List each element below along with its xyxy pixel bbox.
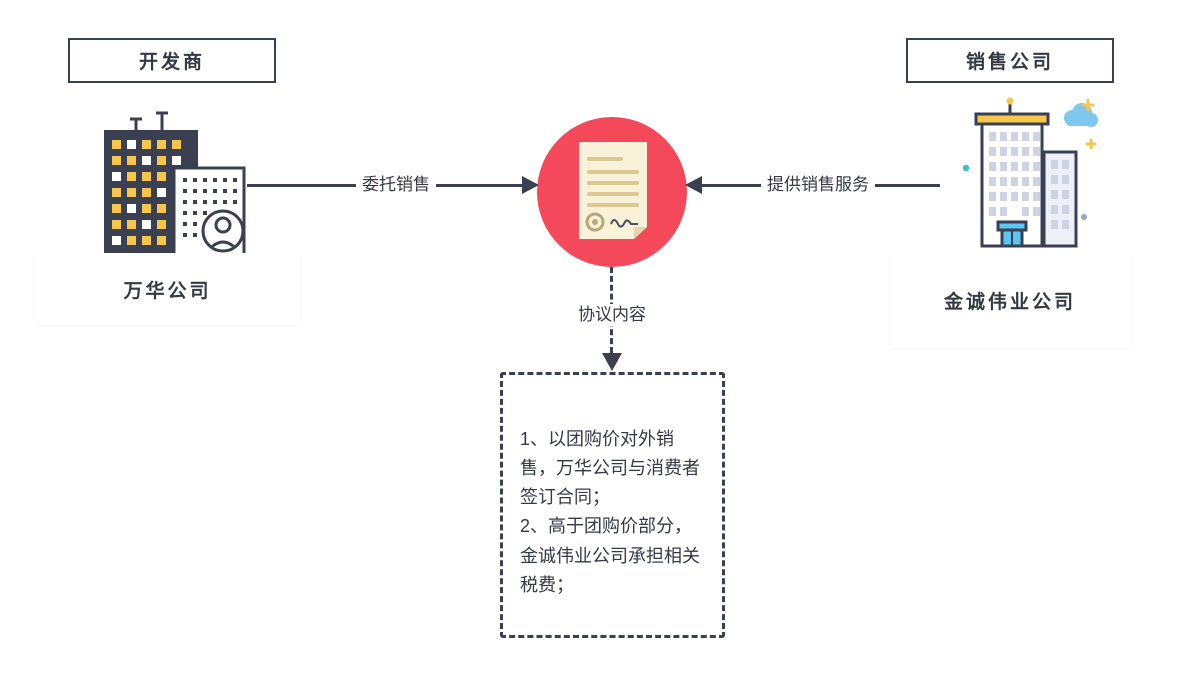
right-arrow-label: 提供销售服务 bbox=[761, 174, 875, 196]
agreement-content-box: 1、以团购价对外销售，万华公司与消费者签订合同； 2、高于团购价部分，金诚伟业公… bbox=[500, 372, 725, 638]
cloud-icon bbox=[1064, 103, 1098, 127]
agreement-item-2: 2、高于团购价部分，金诚伟业公司承担相关税费； bbox=[520, 516, 700, 595]
left-arrow-label: 委托销售 bbox=[356, 174, 436, 196]
sparkle-icon bbox=[1081, 98, 1097, 150]
down-arrow-head bbox=[602, 353, 622, 371]
developer-company-card: 万华公司 bbox=[35, 253, 300, 325]
agreement-item-1: 1、以团购价对外销售，万华公司与消费者签订合同； bbox=[520, 429, 700, 508]
sparkle-dot-teal bbox=[962, 164, 970, 172]
sales-role-box: 销售公司 bbox=[906, 38, 1114, 83]
sales-role-label: 销售公司 bbox=[965, 52, 1054, 73]
developer-role-label: 开发商 bbox=[138, 52, 205, 73]
developer-company-label: 万华公司 bbox=[123, 280, 212, 302]
sales-company-card: 金诚伟业公司 bbox=[890, 253, 1130, 348]
contract-document-icon bbox=[579, 142, 647, 239]
developer-role-box: 开发商 bbox=[68, 38, 276, 83]
sales-company-label: 金诚伟业公司 bbox=[943, 292, 1076, 313]
sales-building-icon bbox=[960, 96, 1100, 256]
right-arrow-head bbox=[685, 176, 702, 194]
left-arrow-head bbox=[522, 176, 539, 194]
sparkle-dot-gray bbox=[1081, 214, 1087, 220]
person-badge-icon bbox=[201, 209, 245, 253]
contract-circle bbox=[537, 117, 687, 267]
down-arrow-label: 协议内容 bbox=[572, 304, 652, 326]
developer-building-icon bbox=[96, 110, 246, 257]
